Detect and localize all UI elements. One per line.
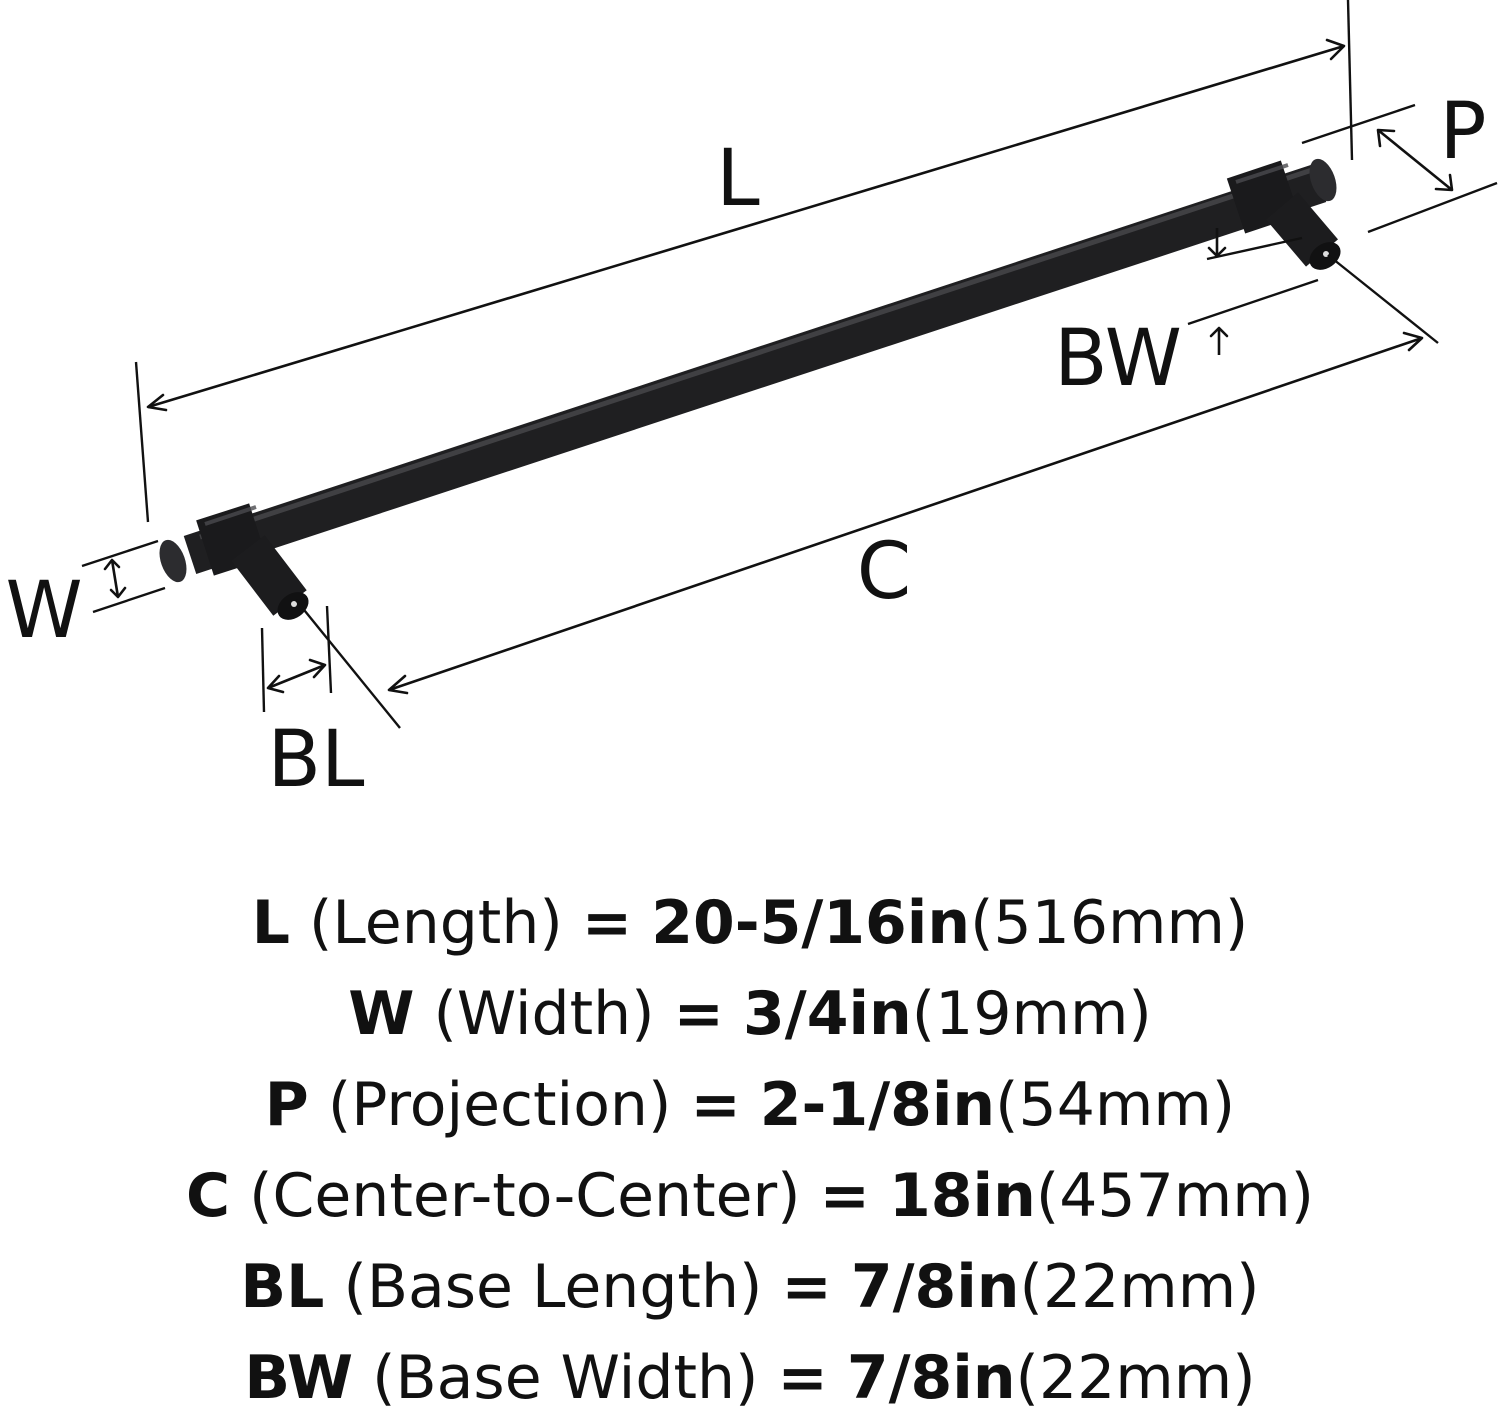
center-dimension-line <box>388 336 1423 692</box>
spec-row-length: L (Length) = 20-5/16in(516mm) <box>0 878 1500 969</box>
width-arrowhead-top <box>103 558 121 571</box>
spec-name: (Center-to-Center) <box>249 1161 801 1231</box>
spec-name: (Width) <box>433 979 655 1049</box>
spec-metric: (516mm) <box>970 888 1249 958</box>
width-arrowhead-bottom <box>109 586 127 599</box>
handle-right-endcap <box>1309 158 1337 202</box>
length-extension-right <box>1346 0 1354 161</box>
spec-metric: (19mm) <box>911 979 1152 1049</box>
handle-left-collar <box>196 503 267 576</box>
spec-equals: = <box>673 979 724 1049</box>
handle-rod-highlight <box>199 167 1313 540</box>
center-arrowhead-left <box>387 674 409 695</box>
center-to-center-dimension: C <box>295 254 1439 729</box>
projection-dimension-line <box>1377 128 1453 192</box>
spec-name: (Length) <box>309 888 563 958</box>
spec-name: (Base Length) <box>343 1252 763 1322</box>
dimension-diagram: L P BW C W <box>5 0 1498 805</box>
left-collar-highlight <box>204 505 257 526</box>
base-length-label: BL <box>268 715 366 805</box>
projection-extension-top <box>1301 103 1416 145</box>
spec-metric: (22mm) <box>1015 1343 1256 1413</box>
base-width-label: BW <box>1054 314 1182 404</box>
spec-metric: (54mm) <box>995 1070 1236 1140</box>
spec-equals: = <box>690 1070 741 1140</box>
base-length-dimension-line <box>267 663 326 690</box>
spec-imperial: 7/8in <box>850 1252 1020 1322</box>
projection-arrowhead-bottom <box>1434 173 1454 192</box>
right-collar-highlight <box>1235 163 1289 184</box>
length-arrowhead-right <box>1325 38 1346 61</box>
spec-metric: (457mm) <box>1035 1161 1315 1231</box>
center-extension-left <box>295 599 401 729</box>
base-length-dimension: BL <box>260 605 366 805</box>
handle-right-collar <box>1226 160 1300 234</box>
handle-right-post <box>1266 192 1338 267</box>
bar-pull-handle <box>159 158 1341 620</box>
spec-row-center-to-center: C (Center-to-Center) = 18in(457mm) <box>0 1151 1500 1242</box>
base-length-extension-right <box>325 605 333 694</box>
base-length-arrowhead-right <box>308 658 327 679</box>
spec-equals: = <box>781 1252 832 1322</box>
projection-arrowhead-top <box>1376 128 1396 148</box>
width-dimension: W <box>5 539 166 656</box>
spec-imperial: 7/8in <box>846 1343 1016 1413</box>
base-width-extension-bottom <box>1187 278 1319 326</box>
projection-extension-bottom <box>1367 181 1498 234</box>
spec-imperial: 2-1/8in <box>759 1070 996 1140</box>
width-label: W <box>5 566 82 656</box>
center-extension-right <box>1327 254 1439 344</box>
spec-equals: = <box>777 1343 828 1413</box>
spec-name: (Projection) <box>327 1070 672 1140</box>
spec-row-base-length: BL (Base Length) = 7/8in(22mm) <box>0 1242 1500 1333</box>
width-extension-top <box>81 539 159 568</box>
base-width-arrowhead-top <box>1207 246 1227 258</box>
dimension-spec-list: L (Length) = 20-5/16in(516mm) W (Width) … <box>0 878 1500 1424</box>
spec-row-base-width: BW (Base Width) = 7/8in(22mm) <box>0 1333 1500 1424</box>
length-dimension: L <box>134 0 1354 523</box>
base-length-extension-left <box>260 627 266 713</box>
spec-symbol: L <box>251 888 290 958</box>
projection-dimension: P <box>1301 87 1498 234</box>
length-dimension-line <box>147 44 1345 409</box>
width-dimension-line <box>110 559 120 598</box>
handle-left-post <box>231 535 307 616</box>
spec-symbol: C <box>185 1161 230 1231</box>
spec-imperial: 18in <box>889 1161 1036 1231</box>
base-width-dimension: BW <box>1054 228 1319 404</box>
center-to-center-label: C <box>857 527 911 617</box>
width-extension-bottom <box>92 586 166 614</box>
length-arrowhead-left <box>146 393 168 412</box>
base-length-arrowhead-left <box>266 674 285 694</box>
spec-row-projection: P (Projection) = 2-1/8in(54mm) <box>0 1060 1500 1151</box>
spec-name: (Base Width) <box>372 1343 759 1413</box>
right-screw-hole <box>1323 251 1329 257</box>
spec-equals: = <box>819 1161 870 1231</box>
spec-symbol: P <box>264 1070 309 1140</box>
left-screw-hole <box>291 601 297 607</box>
center-arrowhead-right <box>1402 331 1424 352</box>
spec-equals: = <box>581 888 633 958</box>
length-extension-left <box>134 361 150 523</box>
base-width-arrowhead-bottom <box>1209 326 1229 338</box>
spec-symbol: BL <box>240 1252 325 1322</box>
spec-metric: (22mm) <box>1019 1252 1260 1322</box>
base-width-extension-top <box>1206 236 1303 261</box>
length-label: L <box>716 134 760 224</box>
spec-imperial: 20-5/16in <box>651 888 971 958</box>
handle-rod <box>183 164 1327 574</box>
spec-symbol: BW <box>244 1343 354 1413</box>
spec-symbol: W <box>348 979 415 1049</box>
projection-label: P <box>1439 87 1486 177</box>
handle-left-endcap <box>159 539 187 583</box>
spec-imperial: 3/4in <box>743 979 912 1049</box>
spec-row-width: W (Width) = 3/4in(19mm) <box>0 969 1500 1060</box>
